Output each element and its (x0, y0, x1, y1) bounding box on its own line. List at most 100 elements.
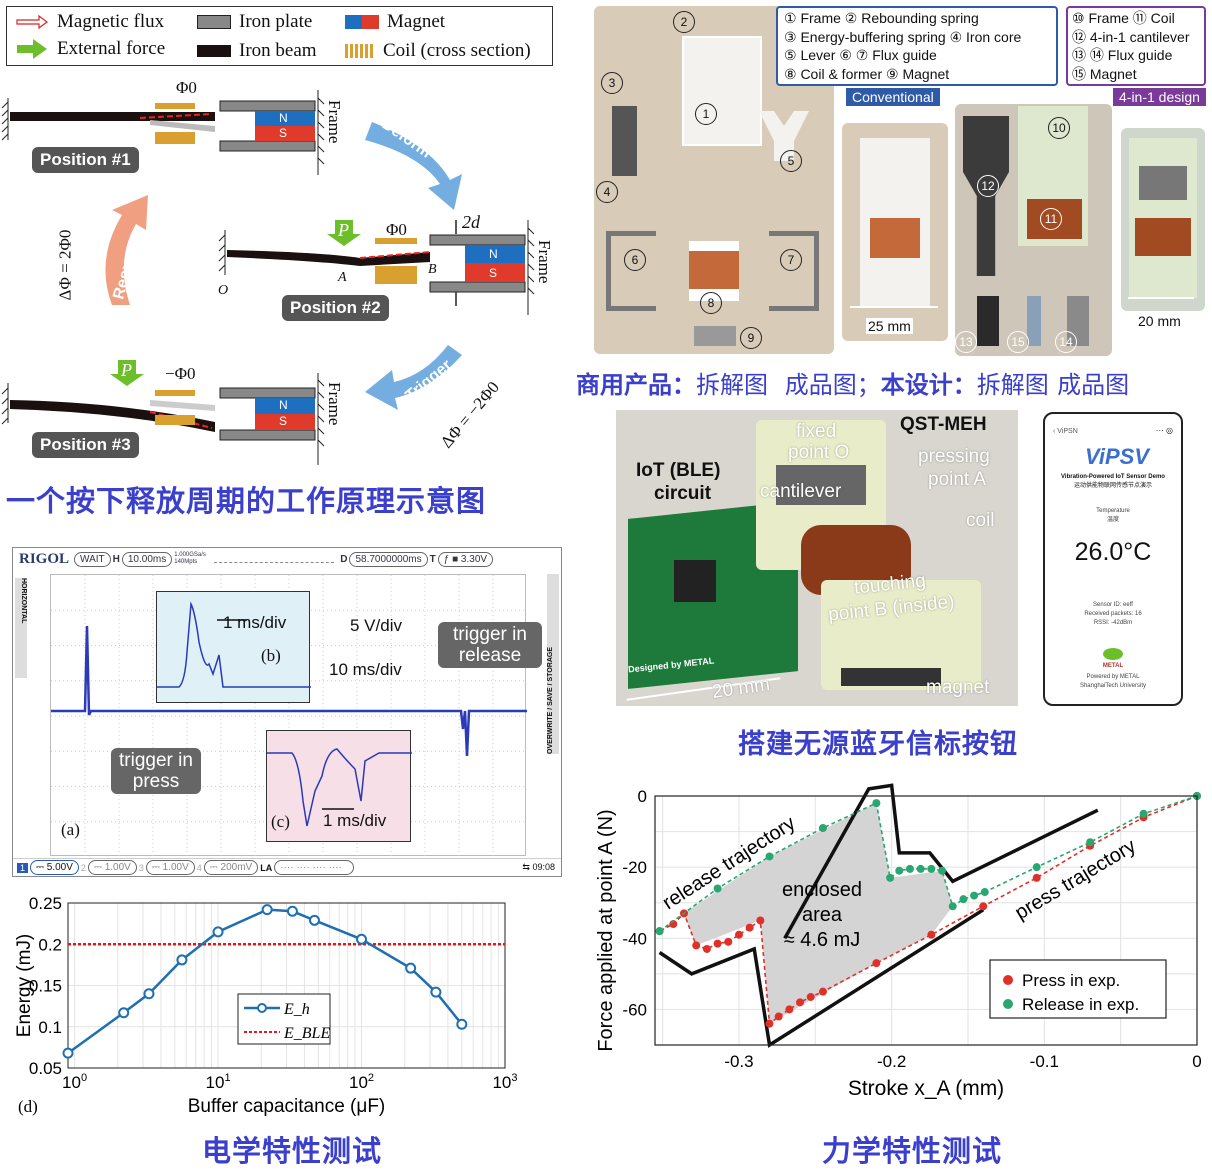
force-ytick-label: -40 (622, 929, 647, 948)
release-point (980, 888, 989, 897)
magnet-photo (841, 668, 941, 686)
phone-metal: METAL (1102, 663, 1124, 669)
assembled-coil (870, 218, 920, 258)
legend-coil: Coil (cross section) (345, 40, 531, 62)
phone-subtitle-en: Vibration-Powered IoT Sensor Demo (1061, 474, 1165, 480)
ch2-badge[interactable]: 2 (80, 862, 86, 873)
press-point (927, 930, 936, 939)
force-legend-press-label: Press in exp. (1022, 971, 1120, 990)
position-2-label: Position #2 (282, 295, 389, 321)
eh-point (405, 962, 417, 974)
energy-panel-label: (d) (18, 1097, 38, 1116)
ch3-scale: 1.00V (162, 862, 189, 873)
energy-ytick-label: 0.05 (29, 1059, 62, 1078)
release-point (655, 927, 664, 936)
coil-label: coil (966, 510, 995, 531)
metal-logo-icon (1103, 648, 1123, 660)
cantilever-label: cantilever (760, 481, 842, 502)
press-point (806, 992, 815, 1001)
press-point (692, 941, 701, 950)
release-point (959, 895, 968, 904)
press-point (979, 902, 988, 911)
release-point (905, 864, 914, 873)
energy-legend-eble-label: E_BLE (283, 1025, 330, 1042)
iot-label: IoT (BLE) (636, 460, 721, 481)
force-xtick-label: -0.3 (724, 1052, 753, 1071)
circuit-label: circuit (654, 483, 712, 504)
ch1-scale: 5.00V (46, 862, 73, 873)
release-point (872, 799, 881, 808)
press-point (818, 987, 827, 996)
conventional-line: ⑤ Lever ⑥ ⑦ Flux guide (784, 47, 937, 63)
scale-label-25mm: 25 mm (866, 318, 913, 334)
phone-back-title[interactable]: ‹ ViPSN (1053, 428, 1078, 435)
flux-label-2: Φ0 (386, 220, 407, 239)
magnet-n-1: N (279, 111, 288, 125)
magnet-swatch-icon (345, 15, 379, 29)
enclosed-label-2: area (802, 904, 843, 926)
force-label-3: P (121, 360, 132, 380)
four-in-one-line: ⑮ Magnet (1072, 65, 1137, 82)
la-badge[interactable]: LA (260, 862, 273, 873)
position-1-mechanism (1, 90, 325, 175)
ch4-scale: 200mV (220, 862, 253, 873)
force-label-2: P (338, 220, 349, 240)
energy-ytick-label: 0.15 (29, 977, 62, 996)
ch4-badge[interactable]: 4 (196, 862, 202, 873)
scope-side-horizontal[interactable]: HORIZONTAL (15, 578, 27, 678)
scope-side-right[interactable]: OVERWRITE / SAVE / STORAGE (547, 574, 559, 754)
press-point (756, 916, 765, 925)
scope-d-label: D (340, 553, 348, 565)
scope-timebase: 10.00ms (121, 551, 173, 567)
iron-plate-swatch-icon (197, 15, 231, 29)
caption-exploded-2: 拆解图 (976, 371, 1049, 399)
phone-packets: Received packets: 16 (1084, 611, 1142, 617)
gap-label: 2d (462, 212, 480, 232)
legend-external-force: External force (15, 38, 165, 60)
release-point (938, 866, 947, 875)
eh-point (212, 926, 224, 938)
flux-label-3: −Φ0 (165, 364, 196, 383)
energy-plot-frame (67, 902, 506, 1069)
phone-menu-icon[interactable]: ··· ◎ (1155, 426, 1173, 435)
force-plot-frame (654, 795, 1198, 1046)
scope-status: WAIT (74, 551, 111, 567)
ch2-scale: 1.00V (104, 862, 131, 873)
inset-b-label: (b) (261, 646, 281, 665)
ch3-badge[interactable]: 3 (138, 862, 144, 873)
point-b-label: B (428, 262, 437, 277)
caption-this-design: 本设计： (880, 371, 977, 399)
enclosed-area (684, 803, 953, 1024)
press-trajectory-arrow (783, 783, 1099, 940)
press-point (1032, 873, 1041, 882)
energy-ylabel: Energy (mJ) (14, 934, 35, 1037)
cantilever-plate (776, 465, 866, 505)
scope-trigger: ƒ ■ 3.30V (437, 551, 494, 567)
eh-point (118, 1007, 130, 1019)
legend-magnetic-flux-label: Magnetic flux (57, 11, 165, 32)
force-legend-press-marker (1003, 975, 1013, 985)
part-number-2: 2 (673, 11, 695, 33)
press-point (872, 959, 881, 968)
release-point (948, 902, 957, 911)
energy-xtick-label: 100 (62, 1072, 87, 1092)
press-point (774, 1012, 783, 1021)
la-channels: ···· ···· ···· ···· (274, 860, 355, 875)
position-2-mechanism (218, 220, 535, 315)
press-point (713, 939, 722, 948)
eh-point (356, 933, 368, 945)
inset-b-scale: 1 ms/div (223, 613, 287, 632)
scope-brand: RIGOL (19, 550, 70, 567)
four-in-one-line: ⑩ Frame ⑪ Coil (1072, 10, 1175, 26)
ch1-badge[interactable]: 1 (17, 862, 29, 873)
caption-assembled-2: 成品图 (1057, 371, 1130, 399)
enclosed-label-3: ≈ 4.6 mJ (784, 929, 861, 951)
four-in-one-exploded-photo (955, 104, 1112, 356)
vipsn-logo: ViPSV (1085, 444, 1149, 469)
eh-point (430, 986, 442, 998)
press-point (702, 944, 711, 953)
legend-iron-plate-label: Iron plate (239, 11, 313, 32)
legend-iron-plate: Iron plate (197, 11, 312, 33)
flux-label-1: Φ0 (176, 78, 197, 97)
